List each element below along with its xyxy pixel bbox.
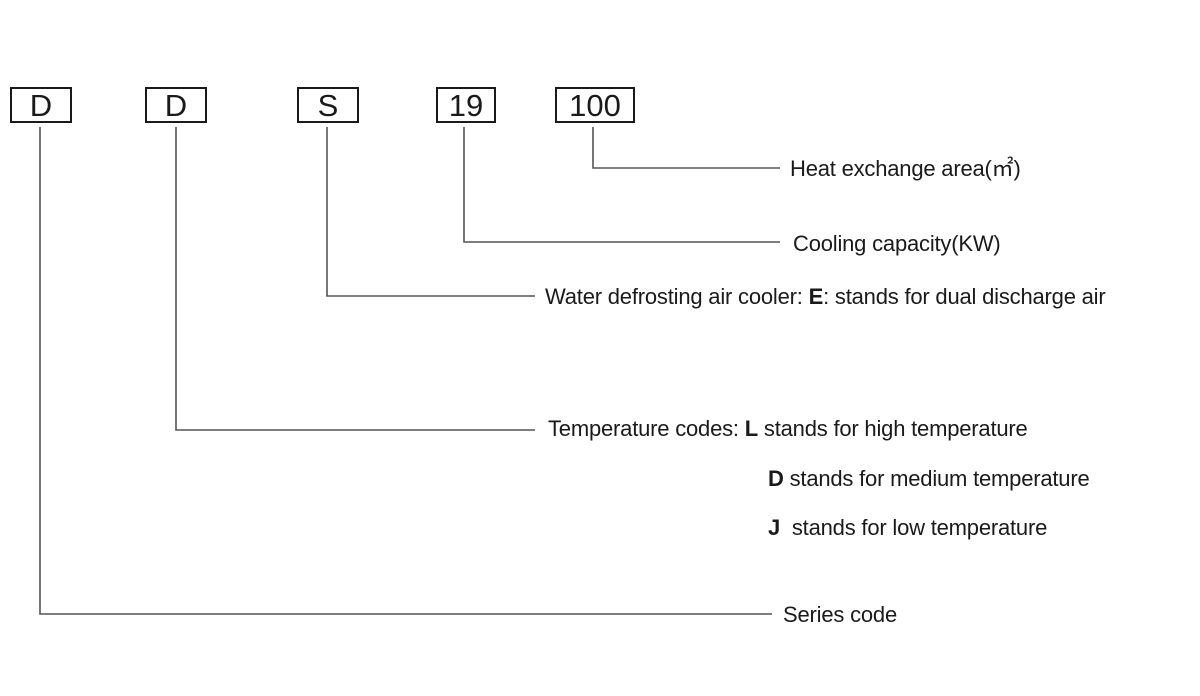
temp-d-letter: D: [768, 466, 784, 491]
defrost-code-box: S: [297, 87, 359, 123]
temp-d-text: stands for medium temperature: [783, 466, 1090, 491]
area-connector: [592, 127, 780, 169]
capacity-connector: [463, 127, 780, 243]
area-label: Heat exchange area(㎡): [790, 156, 1021, 181]
series-connector: [39, 127, 772, 615]
capacity-label: Cooling capacity(KW): [793, 231, 1001, 256]
temp-l-letter: L: [744, 416, 758, 441]
defrost-label: Water defrosting air cooler: E: stands f…: [545, 286, 1106, 308]
defrost-connector: [326, 127, 535, 297]
temperature-connector: [175, 127, 535, 431]
area-code-box: 100: [555, 87, 635, 123]
temperature-medium-label: D stands for medium temperature: [768, 468, 1090, 490]
defrost-prefix: Water defrosting air cooler:: [545, 284, 809, 309]
series-code-box: D: [10, 87, 72, 123]
temperature-low-label: J stands for low temperature: [768, 517, 1047, 539]
temp-j-text: stands for low temperature: [780, 515, 1048, 540]
series-label: Series code: [783, 602, 897, 627]
temperature-label: Temperature codes: L stands for high tem…: [548, 418, 1028, 440]
temperature-code-box: D: [145, 87, 207, 123]
defrost-suffix: : stands for dual discharge air: [823, 284, 1106, 309]
temp-j-letter: J: [768, 515, 781, 540]
temperature-prefix: Temperature codes:: [548, 416, 745, 441]
capacity-code-box: 19: [436, 87, 496, 123]
defrost-letter: E: [808, 284, 824, 309]
temp-l-text: stands for high temperature: [758, 416, 1028, 441]
